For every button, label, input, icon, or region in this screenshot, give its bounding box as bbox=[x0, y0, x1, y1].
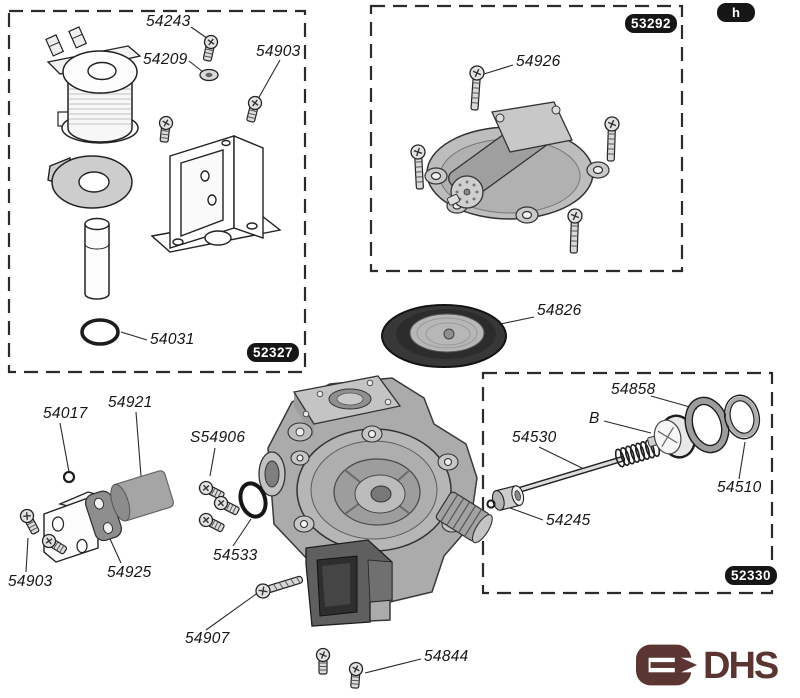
motor-group-border bbox=[369, 4, 684, 273]
plunger bbox=[84, 217, 110, 300]
o-ring-54031 bbox=[80, 318, 120, 346]
part-label-54530: 54530 bbox=[512, 429, 557, 446]
part-label-54245: 54245 bbox=[546, 512, 591, 529]
part-label-54926: 54926 bbox=[516, 53, 561, 70]
page-corner-tag: h bbox=[717, 3, 755, 22]
part-label-s54906: S54906 bbox=[190, 429, 246, 446]
part-label-54533: 54533 bbox=[213, 547, 258, 564]
dhs-logo: DHS bbox=[636, 644, 779, 688]
part-label-54903-bottom: 54903 bbox=[8, 573, 53, 590]
part-label-54921: 54921 bbox=[108, 394, 153, 411]
solenoid-coil bbox=[45, 26, 142, 144]
coil-box-screws bbox=[156, 33, 264, 144]
o-ring-54533 bbox=[238, 481, 268, 519]
bushing-54245 bbox=[491, 485, 525, 511]
part-label-54907: 54907 bbox=[185, 630, 230, 647]
cylinder-54921 bbox=[110, 470, 174, 522]
part-label-54031: 54031 bbox=[150, 331, 195, 348]
part-label-54243: 54243 bbox=[146, 13, 191, 30]
part-label-54903-top: 54903 bbox=[256, 43, 301, 60]
group-badge-52327: 52327 bbox=[247, 343, 300, 362]
part-label-54925: 54925 bbox=[107, 564, 152, 581]
gear-motor-assembly bbox=[409, 64, 620, 254]
group-borders bbox=[7, 4, 774, 595]
coil-washer-plate bbox=[47, 155, 133, 209]
part-label-54826: 54826 bbox=[537, 302, 582, 319]
part-label-B: B bbox=[589, 410, 600, 427]
o-ring-54017 bbox=[62, 470, 76, 484]
valve-stem-assembly bbox=[486, 394, 761, 511]
coil-group-border bbox=[7, 9, 307, 374]
screw-54907 bbox=[255, 575, 304, 599]
mounting-bracket bbox=[150, 134, 282, 253]
diaphragm bbox=[381, 304, 507, 368]
ring-54510 bbox=[723, 394, 761, 440]
dhs-logo-text: DHS bbox=[703, 645, 779, 687]
part-label-54209: 54209 bbox=[143, 51, 188, 68]
group-badge-52330: 52330 bbox=[725, 566, 778, 585]
poppet-valve-B bbox=[647, 414, 697, 459]
valve-group-border bbox=[481, 371, 774, 595]
group-badge-53292: 53292 bbox=[625, 14, 678, 33]
pump-housing bbox=[258, 375, 493, 627]
dhs-arrow-icon bbox=[636, 644, 700, 686]
part-label-54844: 54844 bbox=[424, 648, 469, 665]
part-label-54858: 54858 bbox=[611, 381, 656, 398]
tiny-o-ring bbox=[486, 499, 496, 509]
part-label-54017: 54017 bbox=[43, 405, 88, 422]
bracket-assembly bbox=[17, 470, 268, 563]
part-label-54510: 54510 bbox=[717, 479, 762, 496]
screws-54844 bbox=[315, 647, 364, 690]
